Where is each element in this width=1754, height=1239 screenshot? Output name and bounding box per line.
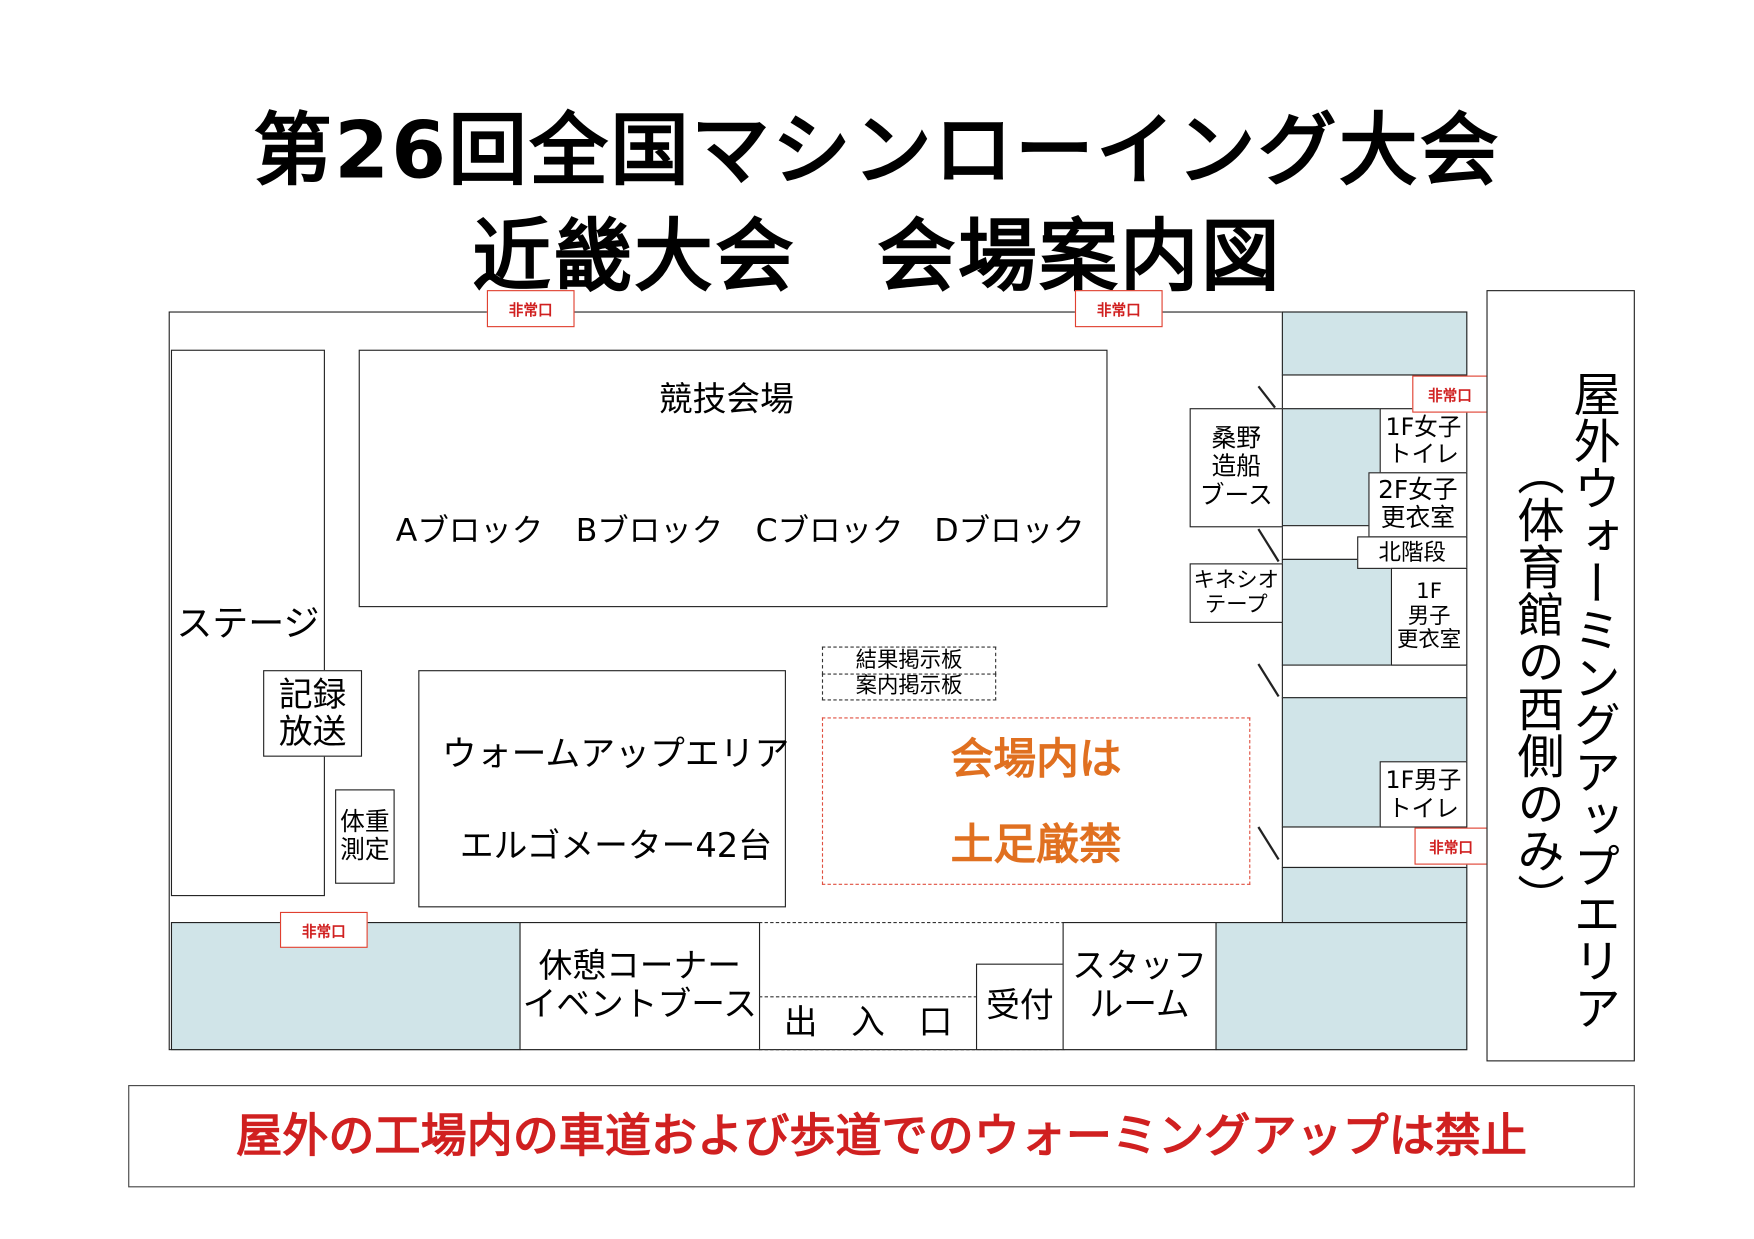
block-c: Cブロック bbox=[755, 511, 904, 549]
passage bbox=[1281, 664, 1468, 699]
no-shoes-notice: 会場内は土足厳禁 bbox=[821, 717, 1251, 885]
competition-area: 競技会場 Aブロック Bブロック Cブロック Dブロック bbox=[358, 349, 1108, 608]
results-board: 結果掲示板 bbox=[821, 646, 997, 675]
kinesio-tape-booth: キネシオテープ bbox=[1189, 563, 1283, 623]
warmup-area: ウォームアップエリア エルゴメーター42台 bbox=[418, 670, 789, 908]
stage: ステージ bbox=[170, 349, 325, 897]
weigh-in: 体重測定 bbox=[335, 789, 395, 884]
entrance-area bbox=[758, 922, 1065, 1051]
north-stairs: 北階段 bbox=[1357, 536, 1468, 569]
emergency-exit: 非常口 bbox=[279, 911, 368, 948]
emergency-exit: 非常口 bbox=[1414, 827, 1488, 865]
entrance[interactable]: 出 入 口 bbox=[758, 996, 978, 1050]
southeast-room bbox=[1215, 922, 1468, 1051]
info-board: 案内掲示板 bbox=[821, 673, 997, 701]
recording-broadcast: 記録放送 bbox=[263, 670, 363, 757]
room-south-end bbox=[1281, 866, 1468, 924]
reception: 受付 bbox=[975, 963, 1064, 1051]
men-toilet-1f: 1F男子トイレ bbox=[1379, 761, 1468, 828]
title-line2: 近畿大会 会場案内図 bbox=[472, 210, 1282, 303]
outdoor-warmup-area: 屋外ウォーミングアップエリア （体育館の西側のみ） bbox=[1486, 290, 1635, 1062]
rest-corner: 休憩コーナーイベントブース bbox=[519, 922, 761, 1051]
women-toilet-1f: 1F女子トイレ bbox=[1379, 408, 1468, 474]
corridor-room bbox=[1281, 311, 1468, 376]
block-d: Dブロック bbox=[934, 511, 1085, 549]
outdoor-warmup-note: （体育館の西側のみ） bbox=[1510, 448, 1566, 921]
emergency-exit: 非常口 bbox=[486, 290, 575, 328]
staff-room: スタッフルーム bbox=[1062, 922, 1217, 1051]
emergency-exit: 非常口 bbox=[1412, 375, 1488, 413]
emergency-exit: 非常口 bbox=[1074, 290, 1163, 328]
outdoor-warmup-label: 屋外ウォーミングアップエリア bbox=[1566, 369, 1622, 1032]
ergometer-count: エルゴメーター42台 bbox=[459, 826, 772, 866]
kuwano-booth: 桑野造船ブース bbox=[1189, 408, 1283, 528]
title-line1: 第26回全国マシンローイング大会 bbox=[253, 104, 1501, 197]
block-a: Aブロック bbox=[395, 511, 544, 549]
competition-title: 競技会場 bbox=[658, 380, 794, 420]
block-b: Bブロック bbox=[575, 511, 724, 549]
warning-banner: 屋外の工場内の車道および歩道でのウォーミングアップは禁止 bbox=[128, 1085, 1635, 1188]
women-locker-2f: 2F女子更衣室 bbox=[1368, 472, 1468, 538]
warmup-label: ウォームアップエリア bbox=[441, 734, 790, 775]
